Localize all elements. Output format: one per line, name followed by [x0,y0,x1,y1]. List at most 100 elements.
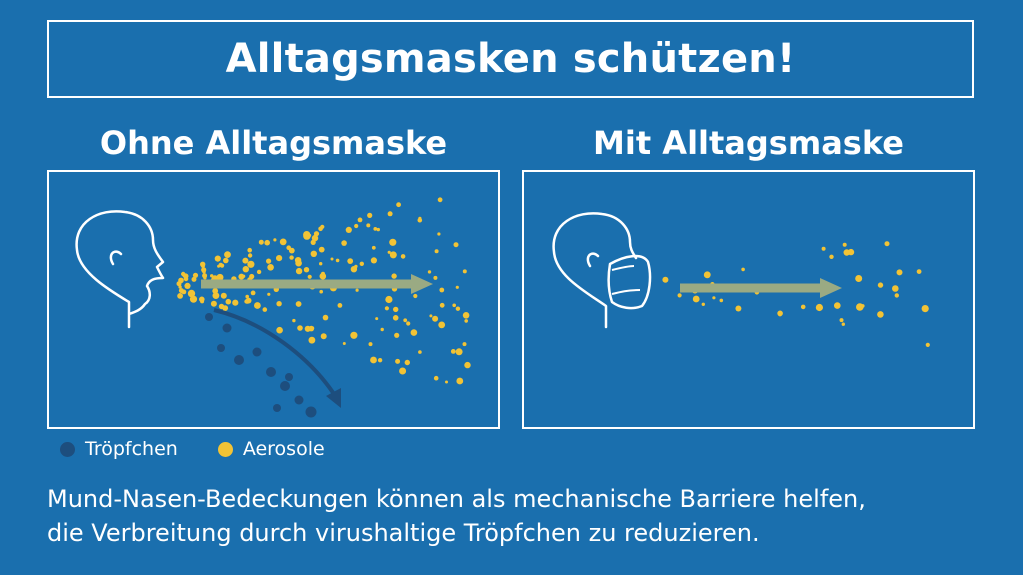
aerosol-particle [712,296,716,300]
aerosol-particle [311,234,319,242]
aerosol-particle [396,202,401,208]
aerosol-particle [462,342,467,347]
aerosol-particle [462,269,467,274]
aerosol-particle [376,227,380,232]
aerosol-particle [279,238,287,246]
aerosol-particle [842,242,847,247]
panel-without-mask [47,170,500,429]
aerosol-particle [916,269,922,274]
aerosol-particle [429,314,433,318]
aerosol-particle [303,267,310,273]
aerosol-particle [389,238,397,246]
ear-icon [586,252,600,268]
aerosol-particle [355,288,359,292]
aerosol-particle [439,287,445,293]
aerosol-particle [370,257,377,264]
aerosol-particle [214,255,221,262]
aerosol-particle [380,327,384,332]
aerosol-particle [192,272,199,278]
mask-strap-icon [611,265,641,295]
aerosol-arrow-head [820,278,842,298]
aerosol-particle [359,261,364,266]
aerosol-particle [403,318,408,323]
aerosol-particle [354,264,358,269]
aerosol-particle [413,293,418,299]
droplet-arrow-curve [213,308,336,396]
aerosol-particle [418,350,422,354]
aerosol-particle [203,276,207,280]
droplet-particle [294,395,304,405]
aerosol-particle [387,250,391,254]
aerosol-particle [847,248,855,256]
legend-item-droplets: Tröpfchen [60,438,178,460]
aerosol-particle [703,273,709,278]
aerosol-dot-icon [217,441,233,457]
droplet-particle [273,404,281,412]
aerosol-particle [692,295,700,303]
aerosol-particle [455,306,461,311]
aerosol-particle [267,292,271,296]
aerosol-particle [342,342,346,345]
aerosol-particle [437,197,443,203]
panel-with-mask [522,170,975,429]
aerosol-particle [366,223,371,228]
aerosol-particle [200,299,205,304]
aerosol-particle [433,375,439,381]
aerosol-particle [304,325,311,332]
aerosol-particle [210,274,214,278]
aerosol-particle [404,359,410,366]
aerosol-particle [350,331,358,339]
aerosol-particle [877,282,884,288]
aerosol-particle [212,292,220,299]
aerosol-particle [834,302,841,309]
droplet-particle [234,355,244,365]
aerosol-particle [662,276,669,283]
aerosol-particle [319,262,323,266]
aerosol-arrow-head [411,274,433,294]
legend-label-droplets: Tröpfchen [85,438,178,460]
aerosol-particle [385,295,393,304]
aerosol-particle [224,251,231,258]
illustration-without-mask [75,197,471,418]
aerosol-particle [417,217,423,223]
aerosol-particle [395,358,401,364]
caption: Mund-Nasen-Bedeckungen können als mechan… [47,482,987,550]
droplet-particle [280,381,290,391]
aerosol-particle [677,293,682,298]
aerosol-particle [434,249,439,254]
aerosol-particle [191,276,197,282]
aerosol-particle [218,303,225,310]
aerosol-particle [370,356,377,364]
aerosol-particle [247,253,253,258]
aerosol-particle [453,242,459,248]
droplet-particle [252,347,262,357]
aerosol-particle [354,223,359,229]
aerosol-particle [245,297,252,304]
aerosol-particle [330,257,334,261]
aerosol-particle [384,306,389,311]
aerosol-particle [357,217,363,223]
aerosol-particle [367,212,373,218]
aerosol-particle [256,269,262,275]
aerosol-particle [337,303,343,308]
aerosol-particle [289,255,294,260]
aerosol-particle [462,312,470,319]
aerosol-particle [176,281,182,287]
caption-line-2: die Verbreitung durch virushaltige Tröpf… [47,519,760,547]
aerosol-particle [389,251,397,259]
aerosol-particle [250,290,256,296]
aerosol-particle [455,348,463,356]
aerosol-particle [247,247,252,253]
aerosol-particle [778,312,782,317]
aerosol-particle [839,318,844,323]
aerosol-particle [319,289,324,294]
aerosol-particle [201,264,205,268]
aerosol-particle [877,311,884,318]
aerosol-particle [452,303,457,308]
aerosol-particle [307,274,312,279]
droplet-particle [222,323,232,333]
legend-label-aerosols: Aerosole [242,438,325,460]
aerosol-particle [896,269,903,276]
aerosol-particle [187,289,196,298]
mask-icon [607,254,652,310]
